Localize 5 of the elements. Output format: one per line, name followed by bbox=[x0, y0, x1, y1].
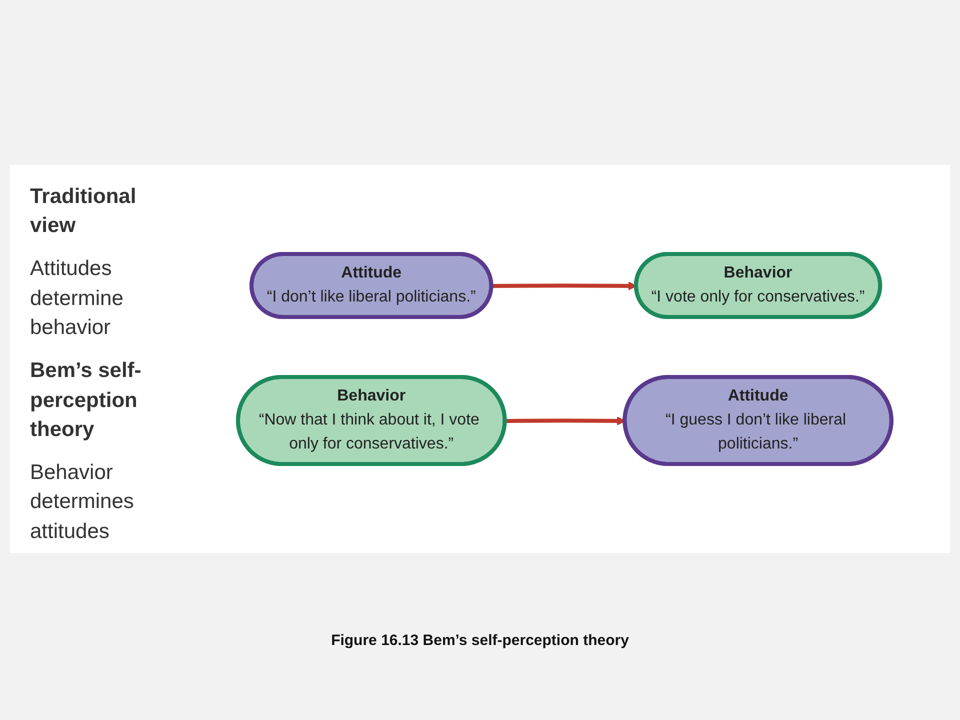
row-description: Attitudes determine behavior bbox=[30, 256, 124, 342]
row-heading: Traditional view bbox=[30, 184, 138, 240]
row-description: Behavior determines attitudes bbox=[30, 460, 135, 545]
figure-caption: Figure 16.13 Bem’s self-perception theory bbox=[330, 632, 630, 649]
row-heading: Bem’s self-perception theory bbox=[30, 358, 142, 443]
